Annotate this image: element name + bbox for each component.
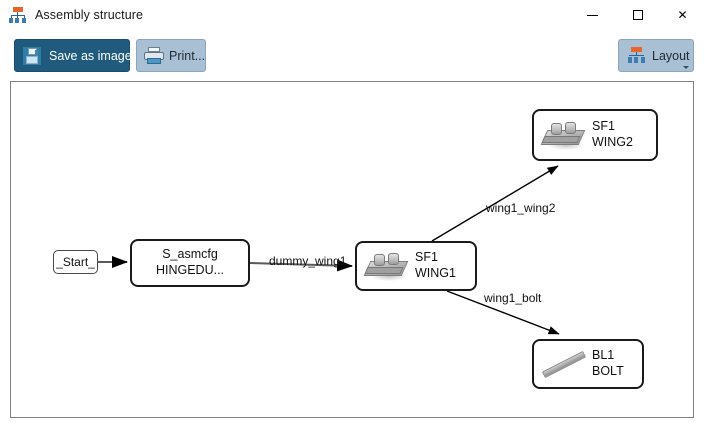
diagram-canvas[interactable]: _Start_ S_asmcfg HINGEDU... SF1 WING1	[10, 81, 694, 418]
node-asmcfg-line1: S_asmcfg	[162, 247, 218, 262]
node-start[interactable]: _Start_	[53, 250, 98, 274]
window-title: Assembly structure	[35, 8, 144, 22]
close-button[interactable]: ✕	[660, 0, 705, 30]
edge-label-wing1-bolt: wing1_bolt	[484, 291, 542, 305]
node-wing1[interactable]: SF1 WING1	[355, 241, 477, 291]
edge-layer	[98, 165, 560, 335]
node-start-label: _Start_	[56, 255, 95, 269]
minimize-button[interactable]	[570, 0, 615, 30]
layout-button[interactable]: Layout	[618, 39, 694, 72]
edge-wing1-wing2	[431, 165, 559, 242]
wing-part-icon	[363, 249, 409, 283]
maximize-icon	[632, 10, 643, 20]
caption-button-group: ✕	[570, 0, 705, 30]
minimize-icon	[587, 14, 598, 16]
layout-label: Layout	[652, 48, 690, 63]
floppy-disk-icon	[22, 45, 42, 66]
print-label: Print...	[169, 48, 206, 63]
node-bolt-text: BL1 BOLT	[592, 348, 624, 379]
node-wing2-text: SF1 WING2	[592, 119, 633, 150]
close-icon: ✕	[677, 8, 688, 22]
wing-part-icon	[540, 118, 586, 152]
toolbar: Save as image... Print... Layout	[0, 30, 705, 80]
node-bolt[interactable]: BL1 BOLT	[532, 339, 644, 389]
node-wing1-line2: WING1	[415, 266, 456, 280]
org-chart-icon	[627, 47, 646, 64]
node-wing2[interactable]: SF1 WING2	[532, 109, 658, 161]
node-asmcfg[interactable]: S_asmcfg HINGEDU...	[130, 239, 250, 287]
node-asmcfg-text: S_asmcfg HINGEDU...	[156, 247, 224, 278]
edge-wing1-bolt	[446, 290, 560, 335]
save-as-image-button[interactable]: Save as image...	[14, 39, 142, 72]
chevron-down-icon[interactable]	[683, 66, 689, 69]
node-wing2-line2: WING2	[592, 135, 633, 149]
edge-asmcfg-wing1	[249, 259, 353, 272]
edge-label-wing1-wing2: wing1_wing2	[486, 201, 556, 215]
title-bar: Assembly structure ✕	[0, 0, 705, 30]
printer-icon	[143, 46, 165, 66]
node-bolt-line2: BOLT	[592, 364, 624, 378]
node-wing1-text: SF1 WING1	[415, 250, 456, 281]
node-bolt-line1: BL1	[592, 348, 615, 363]
org-chart-icon	[9, 7, 27, 23]
node-wing1-line1: SF1	[415, 250, 438, 265]
bolt-part-icon	[541, 347, 587, 381]
maximize-button[interactable]	[615, 0, 660, 30]
node-wing2-line1: SF1	[592, 119, 615, 134]
node-asmcfg-line2: HINGEDU...	[155, 263, 225, 277]
edge-label-dummy-wing1: dummy_wing1	[269, 254, 347, 268]
save-as-image-label: Save as image...	[49, 48, 143, 63]
print-button[interactable]: Print...	[136, 39, 206, 72]
